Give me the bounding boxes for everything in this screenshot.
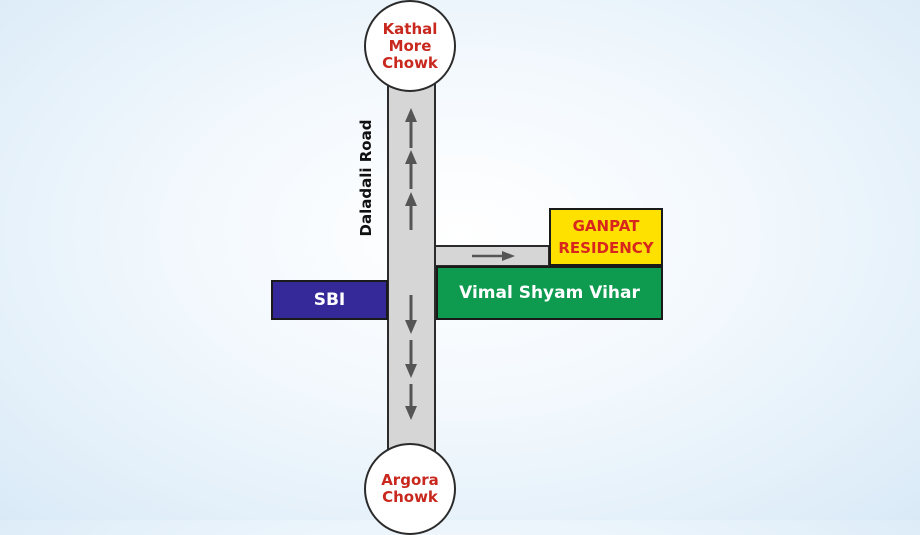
down-arrow-icon — [405, 340, 417, 378]
direction-arrows — [405, 108, 515, 420]
vimal-shyam-vihar-block: Vimal Shyam Vihar — [436, 266, 663, 320]
road-name-text: Daladali Road — [357, 119, 375, 237]
up-arrow-icon — [405, 192, 417, 230]
up-arrow-icon — [405, 150, 417, 189]
up-arrow-icon — [405, 108, 417, 148]
ganpat-line-2: RESIDENCY — [558, 239, 654, 257]
ganpat-line-1: GANPAT — [572, 217, 640, 235]
right-arrow-icon — [472, 251, 515, 261]
argora-chowk-junction: Argora Chowk — [364, 443, 456, 535]
down-arrow-icon — [405, 384, 417, 420]
sbi-landmark: SBI — [271, 280, 388, 320]
ganpat-residency-block: GANPAT RESIDENCY — [549, 208, 663, 266]
down-arrow-icon — [405, 295, 417, 334]
kathal-more-chowk-junction: Kathal More Chowk — [364, 0, 456, 92]
